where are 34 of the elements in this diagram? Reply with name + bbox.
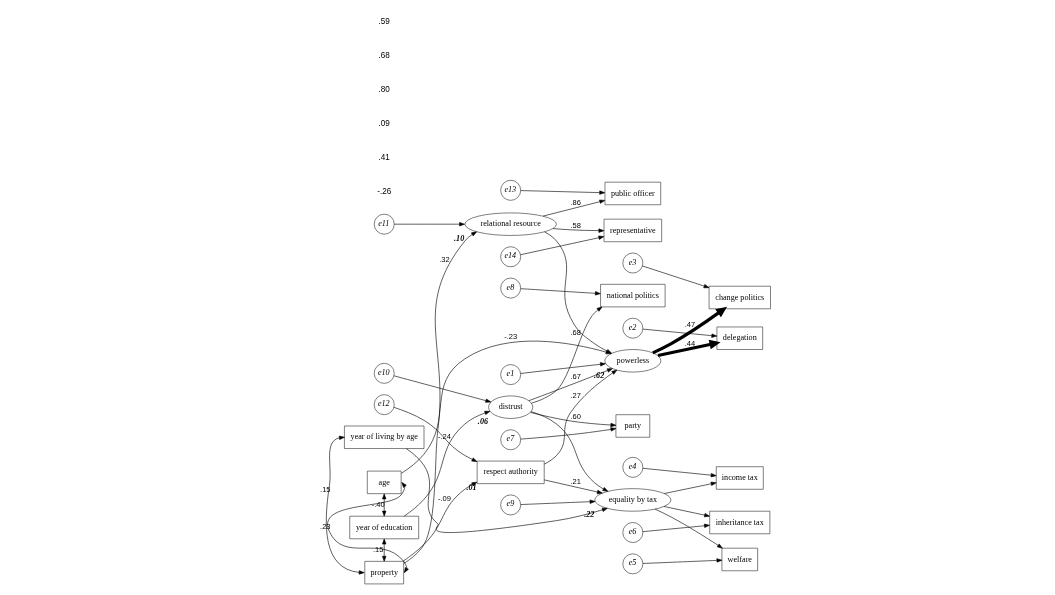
arrow (402, 481, 477, 562)
arrow (393, 375, 491, 403)
arrow (326, 482, 409, 573)
arrow (381, 538, 386, 562)
arrow (543, 479, 603, 495)
arrow (393, 222, 465, 227)
arrow (402, 231, 477, 564)
arrow (519, 499, 595, 505)
arrow (542, 199, 605, 217)
arrow (642, 328, 717, 338)
arrow (657, 339, 721, 358)
arrow (528, 368, 613, 401)
arrow (651, 306, 727, 355)
arrow (641, 265, 709, 289)
arrow (642, 523, 710, 532)
arrow (529, 412, 616, 428)
arrow (393, 407, 477, 462)
arrow (642, 467, 716, 478)
arrow (663, 481, 716, 494)
arrow (654, 508, 723, 549)
arrow (543, 369, 617, 465)
arrow (405, 448, 608, 533)
arrow (519, 362, 606, 374)
arrow (325, 435, 364, 575)
arrow (403, 410, 490, 517)
arrow (552, 228, 604, 233)
arrow (519, 190, 605, 195)
arrow (530, 411, 608, 492)
arrow (663, 506, 710, 518)
arrow (530, 306, 602, 404)
arrow (519, 235, 604, 256)
arrow (519, 288, 601, 296)
arrow (642, 558, 722, 564)
arrow (520, 427, 616, 440)
